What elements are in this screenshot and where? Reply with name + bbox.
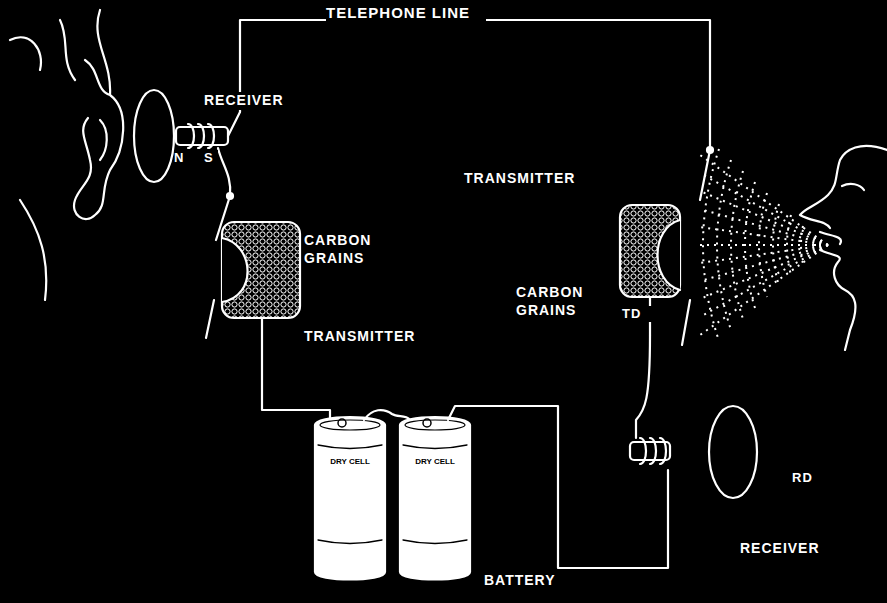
dry-cell — [400, 417, 470, 580]
listener-ear — [100, 120, 107, 160]
transmitter-cup — [222, 238, 248, 302]
receiver-coil — [640, 438, 666, 464]
part-label: S — [204, 150, 218, 166]
part-label: TRANSMITTER — [304, 328, 444, 346]
receiver-magnet — [630, 442, 670, 460]
part-label: RECEIVER — [204, 92, 304, 110]
part-label: N — [174, 150, 188, 166]
sound-ray — [700, 244, 828, 246]
cell-link-wire — [364, 410, 410, 420]
listener-head — [10, 10, 123, 300]
part-label: CARBON GRAINS — [516, 284, 616, 319]
dry-cell — [315, 417, 385, 580]
transmitter-cup — [658, 220, 681, 290]
receiver-magnet — [176, 127, 228, 145]
sound-ray — [700, 227, 828, 245]
carbon-grain-box — [222, 222, 300, 318]
sound-ray — [700, 173, 828, 245]
transmitter-diaphragm — [682, 150, 710, 345]
receiver-wire — [636, 335, 650, 438]
coil-wire — [228, 112, 240, 136]
coil-wire — [218, 148, 230, 196]
sound-ray — [700, 191, 828, 245]
sound-ray — [700, 245, 828, 335]
receiver-coil — [188, 124, 214, 148]
part-label: TRANSMITTER — [464, 170, 604, 188]
sound-ray — [700, 155, 828, 245]
sound-wave — [703, 149, 719, 341]
carbon-grain-box — [620, 205, 680, 297]
sound-ray — [700, 209, 828, 245]
sound-ray — [700, 245, 828, 281]
cell-marking: DRY CELL — [403, 457, 467, 467]
receiver-diaphragm — [709, 406, 757, 498]
part-label: TD — [622, 306, 652, 322]
sound-ray — [700, 245, 828, 317]
part-label: TELEPHONE LINE — [326, 4, 486, 23]
part-label: BATTERY — [484, 572, 584, 590]
part-label: RD — [792, 470, 822, 486]
speaker-eye — [842, 184, 864, 190]
cell-marking: DRY CELL — [318, 457, 382, 467]
part-label: RECEIVER — [740, 540, 850, 558]
sound-waves — [700, 149, 828, 341]
receiver-diaphragm — [134, 90, 174, 182]
telephone-wire — [240, 20, 710, 150]
part-label: CARBON GRAINS — [304, 232, 384, 267]
